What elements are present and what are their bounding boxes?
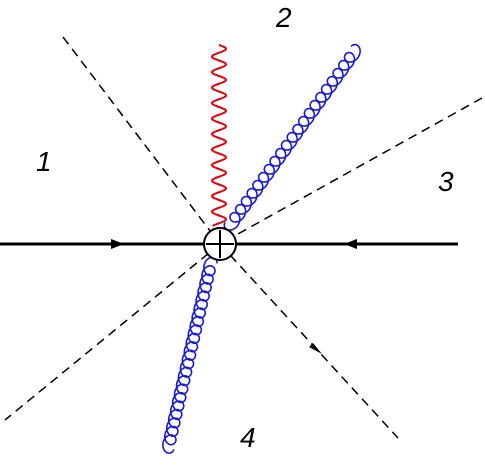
region-label-3: 3 — [438, 166, 454, 197]
gluon-line-lower — [162, 256, 218, 454]
dashed-line-2 — [4, 243, 221, 421]
gluon-line-upper — [223, 43, 361, 231]
dashed-line-3 — [219, 97, 483, 245]
arrow-left-icon — [344, 239, 357, 249]
region-label-1: 1 — [36, 146, 52, 177]
vertex-circled-plus-icon — [203, 227, 237, 261]
region-label-2: 2 — [276, 2, 292, 33]
arrow-right-icon — [111, 239, 124, 249]
arrow-icon — [309, 343, 322, 354]
region-label-4: 4 — [240, 422, 256, 453]
photon-line — [210, 44, 228, 227]
dashed-line-4 — [219, 243, 399, 439]
dashed-line-1 — [62, 36, 221, 245]
